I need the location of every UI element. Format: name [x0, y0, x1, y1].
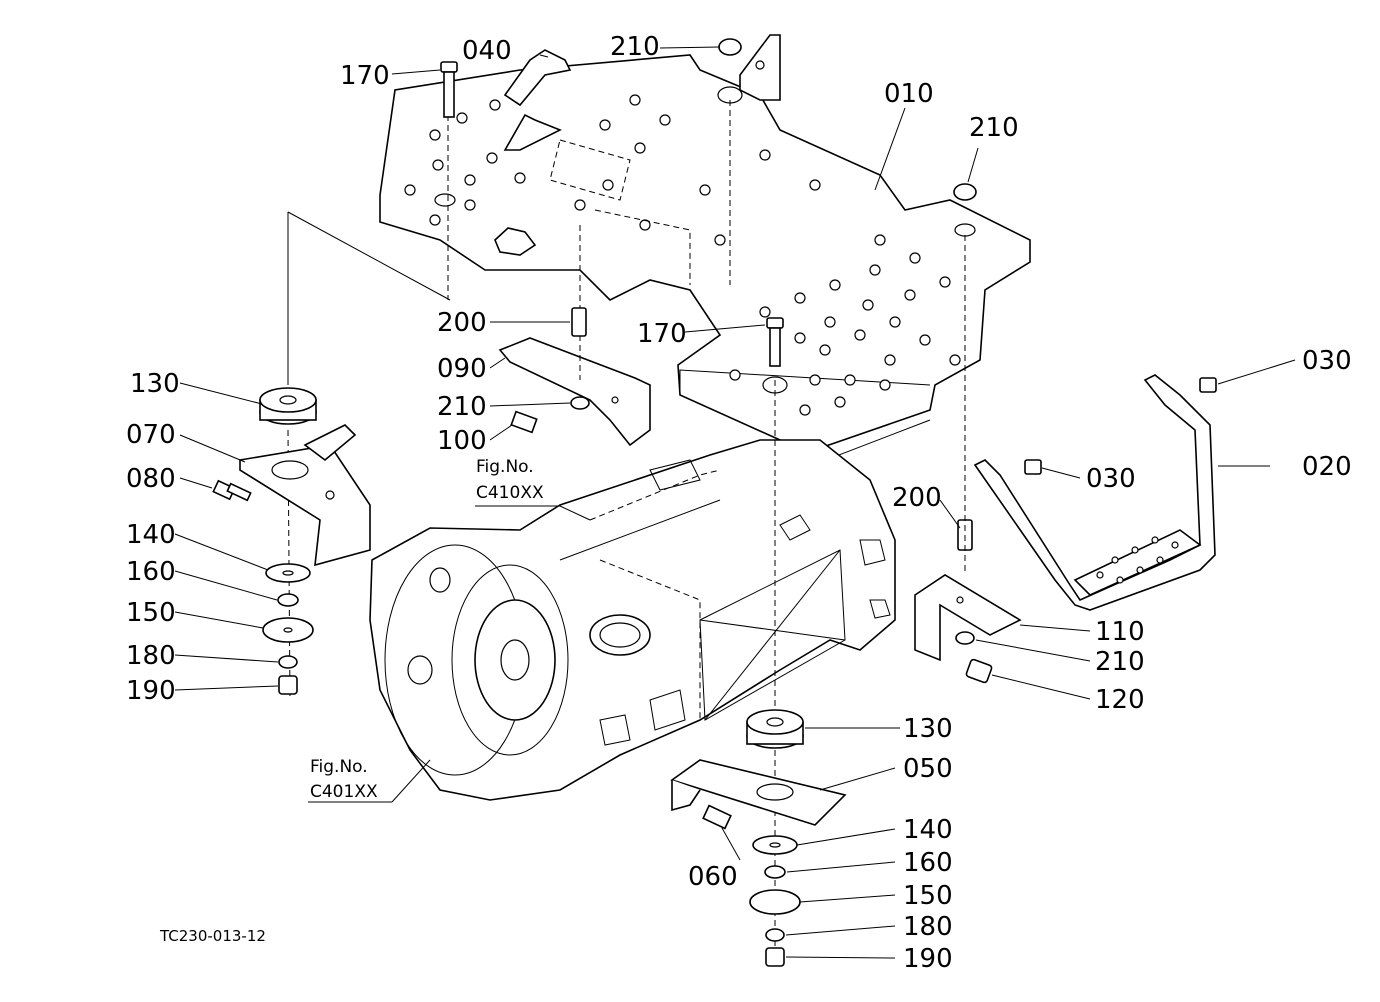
- label-130-left: 130: [130, 369, 180, 399]
- label-210-center: 210: [437, 392, 487, 422]
- label-200-top: 200: [437, 308, 487, 338]
- label-190-right: 190: [903, 944, 953, 974]
- transmission-housing: [369, 439, 896, 801]
- label-140-right: 140: [903, 815, 953, 845]
- label-210-lower-right: 210: [1095, 647, 1145, 677]
- label-020: 020: [1302, 452, 1352, 482]
- label-200-right: 200: [892, 483, 942, 513]
- right-side-brackets: [718, 38, 1217, 684]
- plate-holes: [404, 94, 961, 416]
- label-170-top: 170: [340, 61, 390, 91]
- label-090: 090: [437, 354, 487, 384]
- label-030-mid: 030: [1086, 464, 1136, 494]
- label-190-left: 190: [126, 676, 176, 706]
- label-140-left: 140: [126, 520, 176, 550]
- part-number-labels: 010 020 030 030 040 050 060 070 080 090 …: [126, 32, 1352, 974]
- label-130-right: 130: [903, 714, 953, 744]
- label-180-left: 180: [126, 641, 176, 671]
- label-110: 110: [1095, 617, 1145, 647]
- label-120: 120: [1095, 685, 1145, 715]
- label-210-upper-right: 210: [969, 113, 1019, 143]
- label-170-mid: 170: [637, 319, 687, 349]
- leader-lines: [174, 46, 1296, 959]
- label-010: 010: [884, 79, 934, 109]
- fig-ref-1-code: C410XX: [476, 483, 544, 503]
- center-brackets: [498, 225, 651, 447]
- label-180-right: 180: [903, 912, 953, 942]
- label-040: 040: [462, 36, 512, 66]
- label-160-right: 160: [903, 848, 953, 878]
- label-150-left: 150: [126, 598, 176, 628]
- figure-references: Fig.No. C410XX Fig.No. C401XX: [310, 457, 544, 802]
- step-plate: [379, 34, 1031, 471]
- label-030-top: 030: [1302, 346, 1352, 376]
- drawing-id: TC230-013-12: [159, 927, 266, 945]
- fig-ref-2-title: Fig.No.: [310, 757, 368, 777]
- fig-ref-1-title: Fig.No.: [476, 457, 534, 477]
- label-210-top: 210: [610, 32, 660, 62]
- label-050: 050: [903, 754, 953, 784]
- label-160-left: 160: [126, 557, 176, 587]
- label-150-right: 150: [903, 881, 953, 911]
- right-mount-stack: [670, 317, 847, 967]
- label-070: 070: [126, 420, 176, 450]
- label-060: 060: [688, 862, 738, 892]
- fig-ref-2-code: C401XX: [310, 782, 378, 802]
- label-100: 100: [437, 426, 487, 456]
- left-mount-stack: [212, 61, 458, 701]
- label-080: 080: [126, 464, 176, 494]
